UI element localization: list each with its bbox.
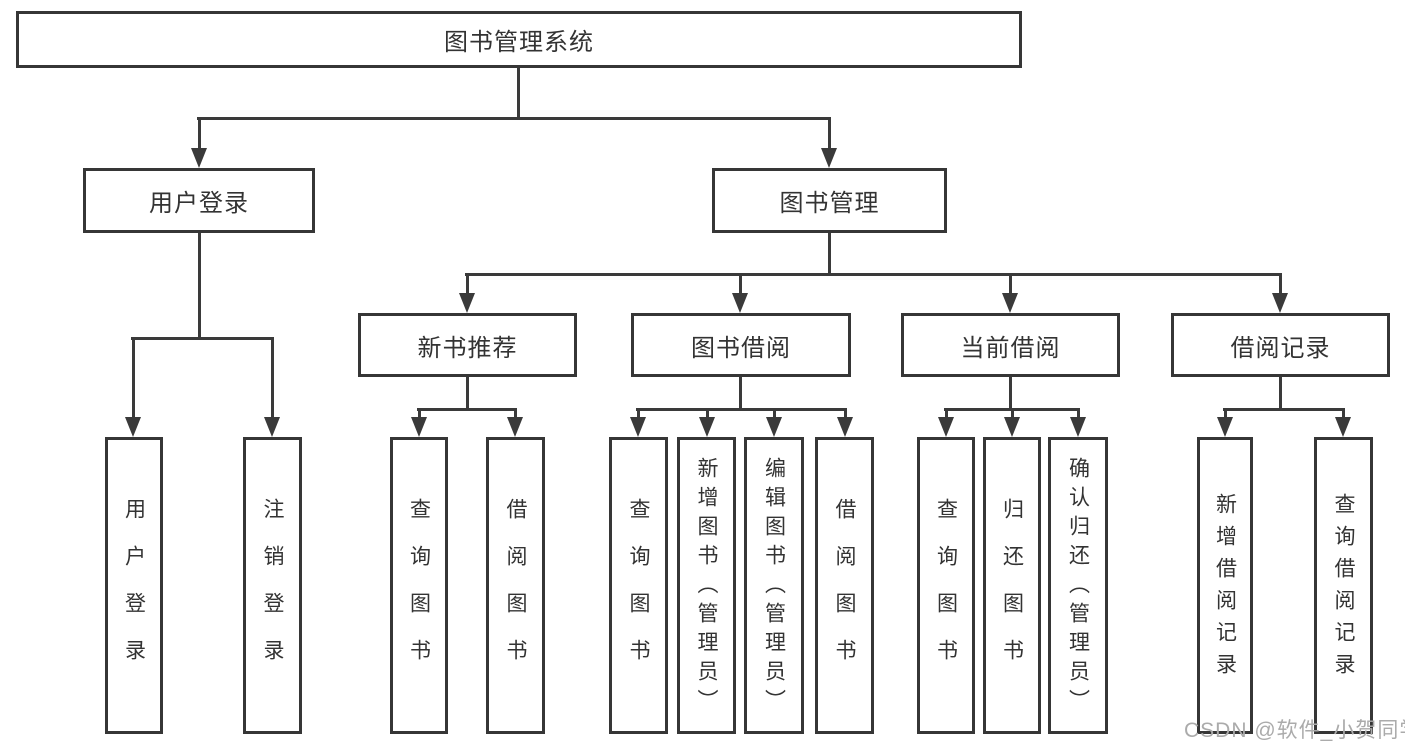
leaf-label: 查询借阅记录 [1332,492,1355,685]
leaf-borrow-query-books: 查询图书 [609,437,668,734]
connector-bookborrow-bar [636,408,847,411]
leaf-label: 查询图书 [627,498,650,686]
arrowhead-down-icon [821,148,837,168]
connector-arrow-stem [271,337,274,421]
connector-newbook-bar [417,408,517,411]
leaf-record-add-borrow-record: 新增借阅记录 [1197,437,1253,734]
connector-arrow-stem [1011,408,1014,421]
arrowhead-down-icon [1002,293,1018,313]
arrowhead-down-icon [264,417,280,437]
node-book-borrow: 图书借阅 [631,313,851,377]
leaf-current-confirm-return-admin: 确认归还（管理员） [1048,437,1108,734]
connector-borrowrecord-stem [1279,377,1282,411]
node-borrow-record: 借阅记录 [1171,313,1390,377]
leaf-label: 新增图书（管理员） [695,457,718,718]
connector-arrow-stem [132,337,135,421]
leaf-label: 确认归还（管理员） [1066,457,1090,718]
connector-userlogin-bar [131,337,274,340]
leaf-record-query-borrow-record: 查询借阅记录 [1314,437,1373,734]
leaf-newbook-borrow-books: 借阅图书 [486,437,545,734]
arrowhead-down-icon [1272,293,1288,313]
connector-root-stem [517,68,520,120]
arrowhead-down-icon [459,293,475,313]
leaf-current-query-books: 查询图书 [917,437,975,734]
watermark: CSDN @软件_小贺同学 [1184,719,1405,742]
node-new-book-recommend: 新书推荐 [358,313,577,377]
leaf-label: 新增借阅记录 [1213,492,1237,685]
connector-arrow-stem [1342,408,1345,421]
leaf-label: 借阅图书 [504,498,527,686]
connector-arrow-stem [739,273,742,297]
arrowhead-down-icon [1070,417,1086,437]
arrowhead-down-icon [191,148,207,168]
arrowhead-down-icon [766,417,782,437]
arrowhead-down-icon [630,417,646,437]
connector-arrow-stem [945,408,948,421]
leaf-newbook-query-books: 查询图书 [390,437,448,734]
node-book-management: 图书管理 [712,168,947,233]
node-user-login: 用户登录 [83,168,315,233]
connector-currentborrow-stem [1009,377,1012,411]
arrowhead-down-icon [732,293,748,313]
node-label: 用户登录 [149,190,249,217]
arrowhead-down-icon [411,417,427,437]
leaf-label: 查询图书 [407,498,431,686]
node-label: 当前借阅 [960,334,1061,362]
connector-arrow-stem [1224,408,1227,421]
connector-bookmgmt-stem [828,233,831,276]
connector-arrow-stem [773,408,776,421]
arrowhead-down-icon [1004,417,1020,437]
leaf-user-login: 用户登录 [105,437,163,734]
node-label: 图书借阅 [691,334,791,362]
arrowhead-down-icon [938,417,954,437]
connector-root-bar [197,117,831,120]
arrowhead-down-icon [125,417,141,437]
connector-arrow-stem [844,408,847,421]
connector-arrow-stem [418,408,421,421]
leaf-current-return-books: 归还图书 [983,437,1041,734]
node-label: 图书管理系统 [444,29,594,56]
connector-borrowrecord-bar [1223,408,1345,411]
arrowhead-down-icon [699,417,715,437]
node-label: 新书推荐 [417,334,518,362]
connector-bookborrow-stem [739,377,742,411]
leaf-label: 用户登录 [122,498,146,686]
arrowhead-down-icon [837,417,853,437]
connector-newbook-stem [466,377,469,411]
node-label: 图书管理 [779,190,880,217]
connector-arrow-stem [198,117,201,151]
arrowhead-down-icon [507,417,523,437]
connector-arrow-stem [1077,408,1080,421]
connector-arrow-stem [1009,273,1012,297]
connector-arrow-stem [466,273,469,297]
arrowhead-down-icon [1217,417,1233,437]
node-current-borrow: 当前借阅 [901,313,1120,377]
leaf-borrow-edit-books-admin: 编辑图书（管理员） [744,437,804,734]
connector-arrow-stem [637,408,640,421]
node-library-system: 图书管理系统 [16,11,1022,68]
leaf-label: 借阅图书 [833,498,856,686]
leaf-label: 编辑图书（管理员） [762,457,786,718]
connector-arrow-stem [706,408,709,421]
leaf-label: 注销登录 [261,498,284,686]
leaf-label: 归还图书 [1000,498,1024,686]
connector-arrow-stem [1279,273,1282,297]
connector-arrow-stem [828,117,831,151]
leaf-logout: 注销登录 [243,437,302,734]
leaf-borrow-add-books-admin: 新增图书（管理员） [677,437,736,734]
arrowhead-down-icon [1335,417,1351,437]
connector-userlogin-stem [198,233,201,340]
leaf-label: 查询图书 [934,498,958,686]
leaf-borrow-borrow-books: 借阅图书 [815,437,874,734]
connector-bookmgmt-bar [465,273,1282,276]
node-label: 借阅记录 [1230,334,1331,362]
connector-arrow-stem [514,408,517,421]
